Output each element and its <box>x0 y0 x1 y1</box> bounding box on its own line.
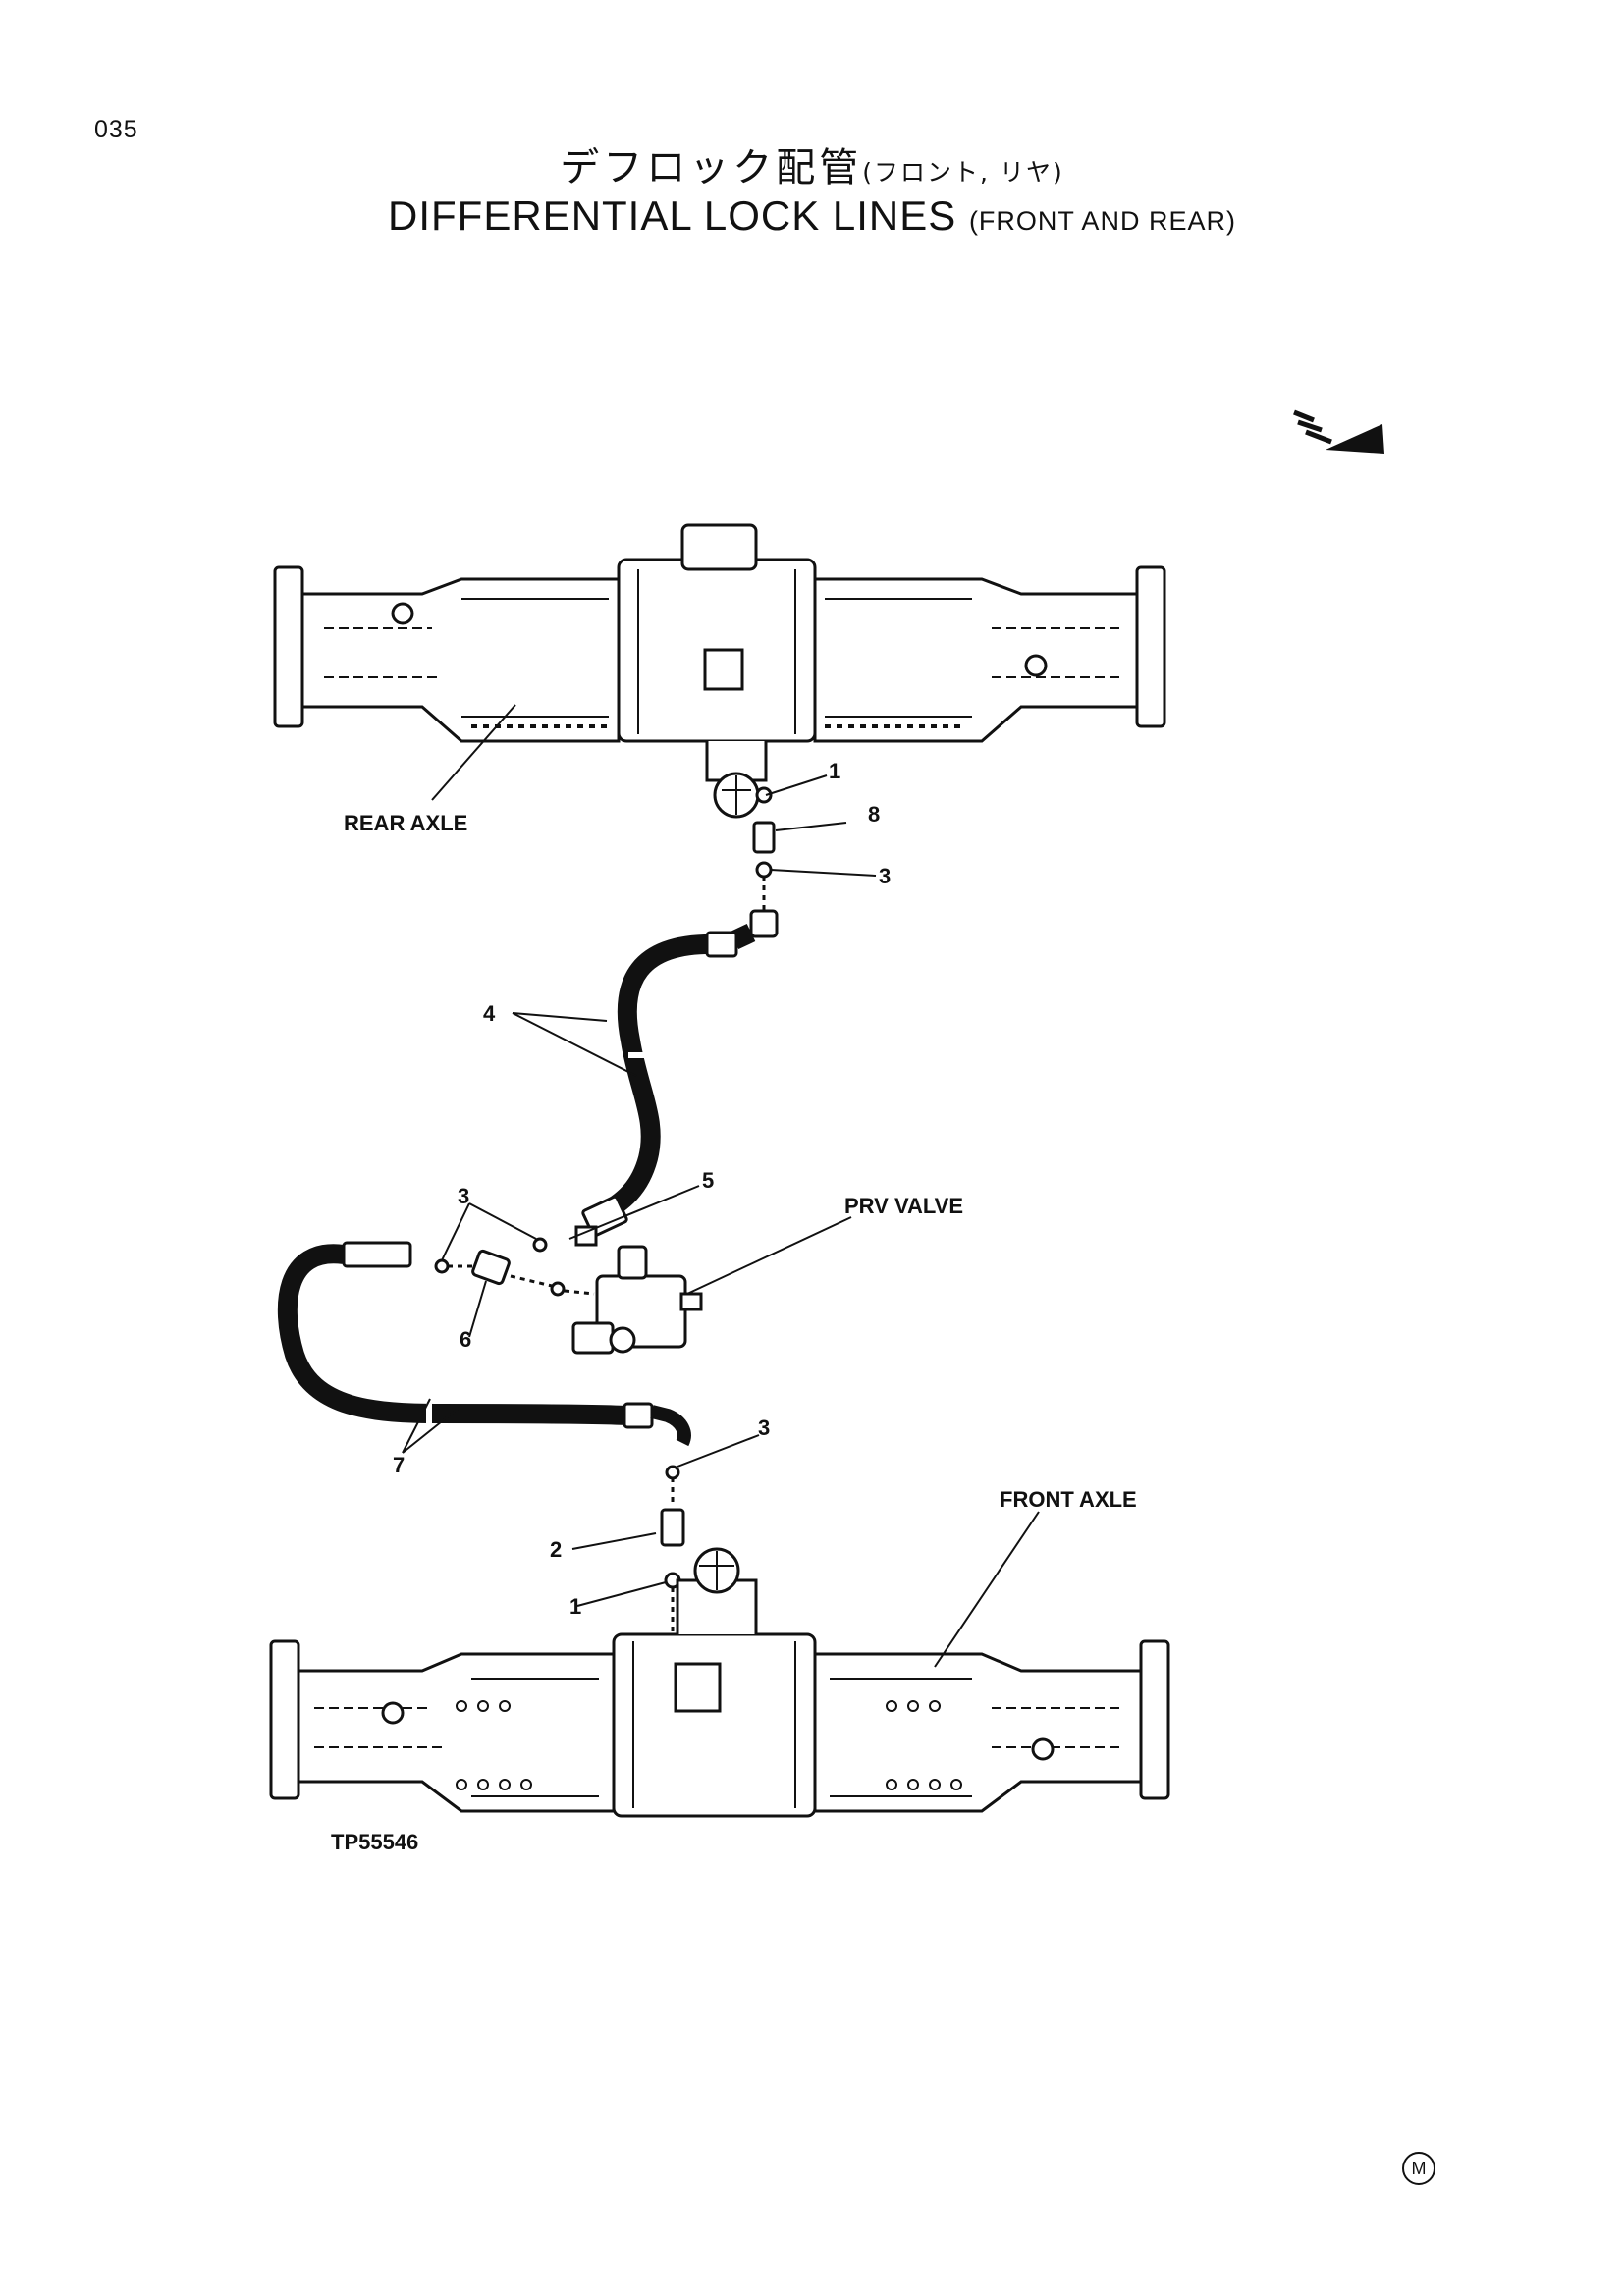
callout-1-top: 1 <box>829 759 840 783</box>
callout-3-low: 3 <box>758 1415 770 1440</box>
label-prv-valve: PRV VALVE <box>844 1194 963 1218</box>
callout-8: 8 <box>868 802 880 827</box>
title-en-sub: (FRONT AND REAR) <box>968 206 1236 236</box>
title-en-main: DIFFERENTIAL LOCK LINES <box>388 192 957 239</box>
title-english: DIFFERENTIAL LOCK LINES (FRONT AND REAR) <box>0 192 1624 240</box>
front-axle-drawing <box>269 1547 1170 1818</box>
circled-m-mark: M <box>1402 2152 1435 2185</box>
middle-fittings <box>434 1237 595 1297</box>
rear-fittings <box>749 786 779 938</box>
direction-arrow-icon <box>1293 409 1384 454</box>
hose-4 <box>574 923 756 1247</box>
rear-axle-drawing <box>273 523 1166 819</box>
title-jp-main: デフロック配管 <box>560 145 863 190</box>
hose-7 <box>277 1241 691 1447</box>
callout-5: 5 <box>702 1168 714 1193</box>
page-number: 035 <box>94 116 138 143</box>
callout-4: 4 <box>483 1001 496 1026</box>
title-jp-sub: (フロント, リヤ) <box>862 158 1064 187</box>
title-japanese: デフロック配管(フロント, リヤ) <box>0 135 1624 192</box>
prv-valve-drawing <box>571 1245 703 1355</box>
callout-6: 6 <box>460 1327 471 1352</box>
callout-1-bottom: 1 <box>569 1594 581 1619</box>
callout-3-top: 3 <box>879 864 891 888</box>
callout-7: 7 <box>393 1453 405 1477</box>
front-fittings <box>660 1465 685 1637</box>
drawing-code: TP55546 <box>331 1830 418 1854</box>
label-front-axle: FRONT AXLE <box>1000 1487 1137 1512</box>
leader-lines <box>402 704 1040 1668</box>
callout-3-mid: 3 <box>458 1184 469 1208</box>
callout-2: 2 <box>550 1537 562 1562</box>
label-rear-axle: REAR AXLE <box>344 811 467 835</box>
